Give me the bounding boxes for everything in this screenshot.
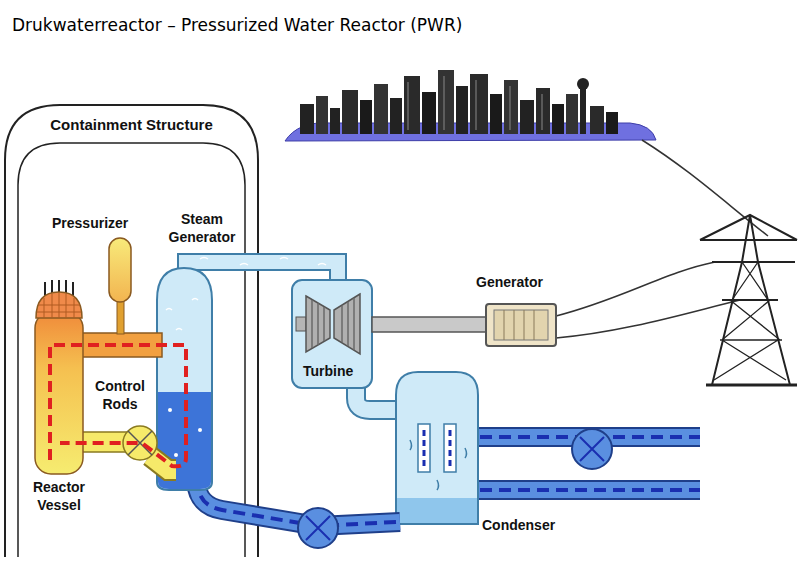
cooling-water-pipe [470, 482, 700, 498]
city-skyline [374, 84, 388, 134]
cooling-water-pipe [572, 429, 612, 469]
generator [494, 310, 548, 340]
city-skyline [408, 76, 542, 130]
power-line [556, 262, 715, 316]
part-label: Condenser [482, 516, 555, 534]
city-skyline [577, 78, 589, 90]
generator [372, 304, 556, 346]
turbine [312, 298, 354, 350]
city-skyline [580, 84, 586, 134]
feedwater-pipe [306, 516, 330, 540]
steam-generator [166, 299, 198, 331]
turbine [334, 294, 360, 354]
city-skyline [390, 98, 402, 134]
cooling-water-pipe [470, 480, 700, 500]
condenser [396, 372, 478, 524]
city-skyline [520, 100, 534, 134]
city-skyline [316, 96, 328, 134]
transmission-tower [700, 215, 797, 240]
cooling-water-pipe [580, 437, 604, 461]
generator [372, 317, 488, 332]
city-skyline [422, 92, 436, 134]
city-skyline [285, 70, 656, 141]
condenser [397, 498, 477, 523]
city-skyline [490, 94, 502, 134]
city-skyline [360, 100, 372, 134]
feedwater-pipe [196, 482, 400, 526]
containment-wall [18, 143, 245, 557]
part-label: Control Rods [87, 377, 153, 413]
transmission-tower [714, 262, 786, 380]
condenser [424, 430, 450, 466]
containment-wall [5, 105, 258, 557]
city-skyline [536, 88, 550, 134]
steam-generator [168, 408, 172, 412]
turbine [292, 280, 372, 388]
cooling-water-pipe [480, 488, 700, 492]
part-label: Reactor Vessel [22, 478, 96, 514]
pressurizer [117, 298, 124, 334]
part-label: Turbine [303, 362, 353, 380]
city-skyline [330, 108, 340, 134]
city-skyline [606, 112, 618, 134]
city-skyline [470, 74, 488, 134]
turbine [292, 280, 372, 388]
city-skyline [566, 94, 578, 134]
part-label: Pressurizer [52, 214, 128, 232]
steam-generator [174, 453, 178, 457]
coolant-flow [50, 345, 186, 466]
generator [486, 304, 556, 346]
reactor-vessel [35, 312, 83, 474]
diagram-title: Drukwaterreactor – Pressurized Water Rea… [12, 15, 462, 35]
steam-pipe [200, 258, 326, 266]
pressurizer [109, 238, 131, 302]
feedwater-pipe [298, 508, 338, 548]
city-skyline [300, 104, 314, 134]
steam-generator [198, 428, 202, 432]
cooling-water-pipe [470, 429, 700, 490]
city-skyline [504, 80, 518, 134]
primary-loop [78, 333, 176, 470]
reactor-vessel [36, 292, 82, 318]
turbine [296, 317, 306, 331]
feedwater-pipe [196, 482, 400, 526]
transmission-tower [700, 240, 797, 300]
reactor-vessel [37, 293, 81, 318]
feedwater-pipe [196, 482, 400, 548]
feedwater-pipe [198, 486, 396, 526]
city-skyline [342, 90, 358, 134]
city-skyline [590, 106, 604, 134]
pressurizer [109, 238, 131, 334]
part-label: Generator [476, 273, 543, 291]
city-skyline [438, 70, 454, 134]
power-line [556, 300, 740, 338]
city-skyline [456, 86, 468, 134]
part-label: Steam Generator [162, 210, 242, 246]
transmission-tower [706, 384, 797, 387]
condenser [410, 440, 467, 490]
transmission-tower [700, 215, 797, 385]
generator [504, 310, 534, 340]
city-skyline [552, 104, 564, 134]
city-skyline [404, 76, 420, 134]
condenser [396, 372, 478, 524]
structure-label: Containment Structure [5, 105, 258, 133]
